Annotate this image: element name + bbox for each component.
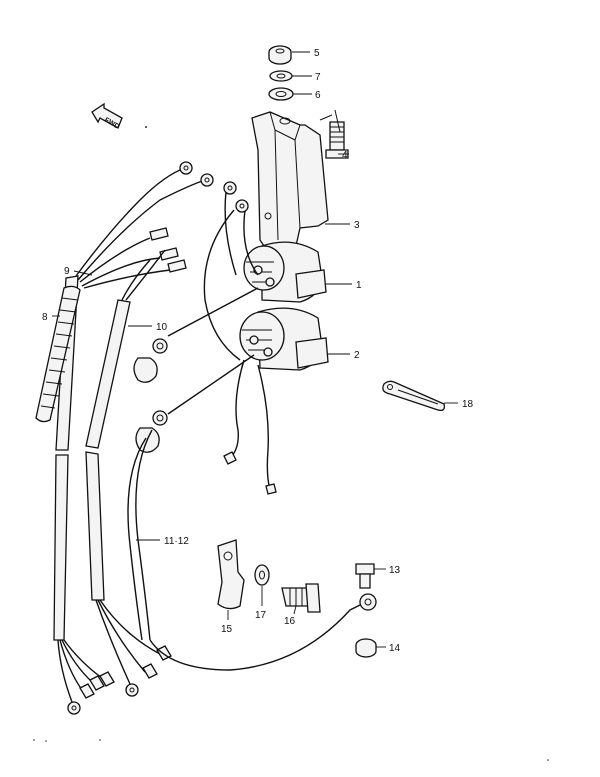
washer-7 — [269, 70, 293, 82]
wiring-harness-9 — [53, 161, 214, 641]
wiring-harness-10 — [85, 249, 166, 601]
callout-8: 8 — [42, 312, 48, 323]
callout-labels: 5 7 6 4 3 1 2 9 8 10 18 11·12 13 14 15 1… — [42, 48, 474, 654]
relay-lead-wire — [167, 287, 259, 337]
bolt-4 — [325, 121, 349, 159]
fwd-arrow-icon: FWD — [91, 102, 123, 131]
callout-17: 17 — [255, 610, 267, 621]
callout-14: 14 — [389, 643, 401, 654]
nut-14 — [355, 638, 377, 658]
bolt-16 — [281, 583, 321, 613]
callout-3: 3 — [354, 220, 360, 231]
clip-18 — [382, 380, 446, 412]
corrugated-tube-8 — [35, 285, 81, 423]
lead-wire-11-12 — [127, 429, 377, 671]
washer-6 — [268, 87, 294, 101]
nut-5 — [268, 45, 292, 65]
callout-9: 9 — [64, 266, 70, 277]
bullet-connector — [133, 338, 168, 453]
relay-lead-wire — [203, 209, 241, 361]
bolt-13 — [355, 563, 375, 589]
callout-16: 16 — [284, 616, 296, 627]
callout-18: 18 — [462, 399, 474, 410]
relay-lead-wire — [227, 359, 245, 461]
relay-lead-wire — [167, 354, 255, 415]
relay-lead-wire — [257, 364, 271, 491]
callout-7: 7 — [315, 72, 321, 83]
ring-terminal — [223, 181, 277, 495]
callout-5: 5 — [314, 48, 320, 59]
relay-lead-wire — [224, 191, 237, 276]
scan-specks — [33, 126, 549, 761]
terminal-bundle — [57, 599, 172, 715]
relay-2 — [239, 307, 329, 371]
leader-lines — [52, 51, 458, 648]
callout-6: 6 — [315, 90, 321, 101]
bracket-15 — [217, 539, 245, 610]
callout-11-12: 11·12 — [164, 536, 189, 547]
washer-17 — [254, 564, 270, 586]
callout-4: 4 — [342, 150, 348, 161]
bracket-3 — [251, 109, 341, 253]
callout-1: 1 — [356, 280, 362, 291]
callout-2: 2 — [354, 350, 360, 361]
relay-1 — [243, 241, 327, 303]
callout-13: 13 — [389, 565, 401, 576]
callout-15: 15 — [221, 624, 233, 635]
relay-lead-wire — [243, 209, 259, 276]
callout-10: 10 — [156, 322, 168, 333]
